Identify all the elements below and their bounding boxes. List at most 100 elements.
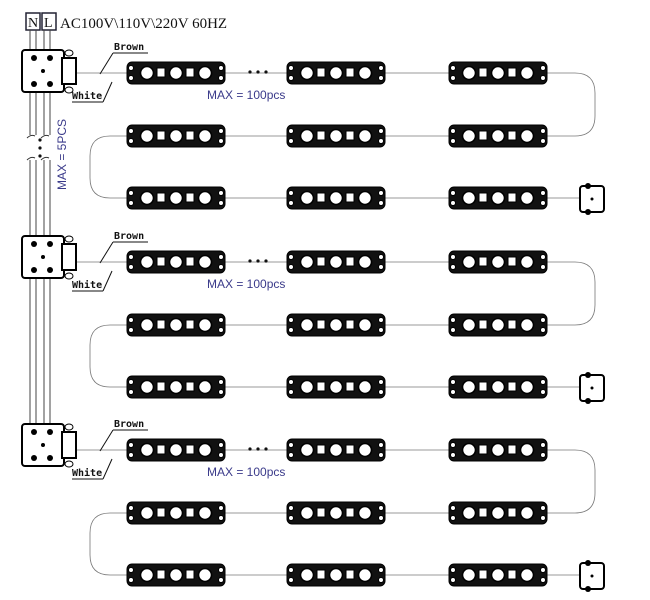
led-lens-icon	[197, 505, 213, 521]
led-lens-icon	[299, 505, 315, 521]
led-lens-icon	[357, 317, 373, 333]
led-lens-icon	[461, 65, 477, 81]
chip-icon	[156, 130, 166, 141]
led-module	[286, 563, 386, 587]
led-lens-icon	[519, 505, 535, 521]
solder-pad-icon	[378, 75, 384, 81]
solder-pad-icon	[378, 389, 384, 395]
solder-pad-icon	[218, 65, 224, 71]
junction-box-icon	[21, 49, 77, 94]
chip-icon	[507, 192, 517, 203]
solder-pad-icon	[128, 200, 134, 206]
led-lens-icon	[490, 128, 506, 144]
solder-pad-icon	[288, 379, 294, 385]
junction-box-icon	[21, 235, 77, 280]
solder-pad-icon	[450, 567, 456, 573]
line-label: L	[44, 16, 53, 31]
leader-line	[99, 429, 114, 452]
led-module	[448, 501, 548, 525]
solder-pad-icon	[218, 452, 224, 458]
led-module	[448, 250, 548, 274]
solder-pad-icon	[450, 65, 456, 71]
group-max-label: MAX = 100pcs	[207, 465, 285, 479]
led-module	[126, 186, 226, 210]
led-lens-icon	[168, 442, 184, 458]
led-module	[448, 438, 548, 462]
led-module	[126, 250, 226, 274]
led-lens-icon	[139, 65, 155, 81]
ellipsis-dot	[256, 447, 260, 451]
solder-pad-icon	[288, 138, 294, 144]
led-lens-icon	[197, 317, 213, 333]
solder-pad-icon	[288, 389, 294, 395]
solder-pad-icon	[288, 442, 294, 448]
solder-pad-icon	[540, 190, 546, 196]
solder-pad-icon	[378, 128, 384, 134]
led-lens-icon	[461, 128, 477, 144]
chip-icon	[345, 192, 355, 203]
solder-pad-icon	[378, 452, 384, 458]
solder-pad-icon	[450, 254, 456, 260]
break-mark	[26, 134, 36, 161]
chip-icon	[507, 130, 517, 141]
leader-line	[102, 458, 113, 480]
chip-icon	[507, 569, 517, 580]
chip-icon	[185, 569, 195, 580]
solder-pad-icon	[128, 254, 134, 260]
led-lens-icon	[197, 65, 213, 81]
chip-icon	[507, 444, 517, 455]
solder-pad-icon	[540, 327, 546, 333]
solder-pad-icon	[540, 128, 546, 134]
solder-pad-icon	[378, 190, 384, 196]
solder-pad-icon	[378, 254, 384, 260]
solder-pad-icon	[218, 379, 224, 385]
solder-pad-icon	[288, 190, 294, 196]
solder-pad-icon	[378, 200, 384, 206]
junction-box-icon	[21, 423, 77, 468]
solder-pad-icon	[540, 389, 546, 395]
led-lens-icon	[357, 379, 373, 395]
chip-icon	[185, 444, 195, 455]
solder-pad-icon	[218, 389, 224, 395]
ellipsis-dot	[38, 138, 42, 142]
chip-icon	[478, 67, 488, 78]
led-lens-icon	[328, 379, 344, 395]
solder-pad-icon	[288, 264, 294, 270]
chip-icon	[478, 444, 488, 455]
led-module	[286, 186, 386, 210]
led-lens-icon	[490, 317, 506, 333]
solder-pad-icon	[288, 515, 294, 521]
ellipsis-dot	[264, 259, 268, 263]
solder-pad-icon	[378, 567, 384, 573]
solder-pad-icon	[218, 254, 224, 260]
led-lens-icon	[139, 505, 155, 521]
solder-pad-icon	[218, 128, 224, 134]
solder-pad-icon	[288, 128, 294, 134]
solder-pad-icon	[378, 515, 384, 521]
chip-icon	[316, 67, 326, 78]
solder-pad-icon	[540, 200, 546, 206]
chip-icon	[478, 256, 488, 267]
led-module	[448, 186, 548, 210]
led-lens-icon	[139, 128, 155, 144]
ellipsis-dot	[248, 447, 252, 451]
white-wire-label: White	[72, 467, 102, 479]
chip-icon	[316, 444, 326, 455]
led-lens-icon	[357, 254, 373, 270]
solder-pad-icon	[218, 442, 224, 448]
chip-icon	[185, 130, 195, 141]
led-lens-icon	[299, 190, 315, 206]
chip-icon	[316, 381, 326, 392]
solder-pad-icon	[128, 389, 134, 395]
solder-pad-icon	[540, 75, 546, 81]
ellipsis-dot	[248, 259, 252, 263]
led-lens-icon	[519, 128, 535, 144]
led-lens-icon	[490, 567, 506, 583]
solder-pad-icon	[218, 567, 224, 573]
solder-pad-icon	[378, 264, 384, 270]
ellipsis-dot	[38, 154, 42, 158]
chip-icon	[316, 130, 326, 141]
chip-icon	[507, 67, 517, 78]
